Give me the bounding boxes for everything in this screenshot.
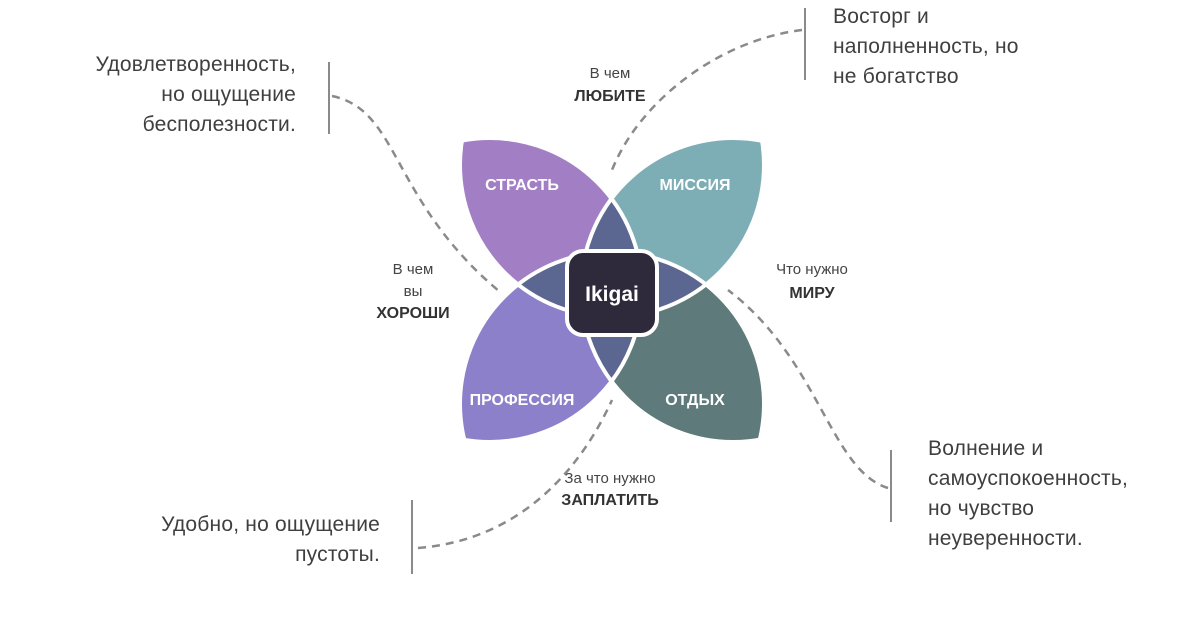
petal-profession-label: ПРОФЕССИЯ [470,392,575,409]
leader-bottom-left [417,399,614,550]
note-bottom-left-bar [411,500,413,574]
note-top-right-line: не богатство [833,65,959,88]
note-top-left-line: Удовлетворенность, [95,53,296,76]
circle-left-line3: ХОРОШИ [376,305,449,322]
circle-top-line2: ЛЮБИТЕ [574,88,646,105]
circle-top-line1: В чем [590,65,631,82]
note-bottom-right: Волнение и самоуспокоенность, но чувство… [928,434,1128,554]
note-bottom-right-line: неуверенности. [928,527,1083,550]
note-bottom-right-line: Волнение и [928,437,1044,460]
leader-top-right [610,28,803,171]
note-top-right-bar [804,8,806,80]
note-bottom-right-line: самоуспокоенность, [928,467,1129,490]
petal-vocation-label: ОТДЫХ [665,392,725,409]
circle-left-line1: В чем [393,261,434,278]
circle-right-line2: МИРУ [789,285,835,302]
circle-left-line2: вы [404,283,423,300]
circle-bottom-line1: За что нужно [564,470,655,487]
circle-right-line1: Что нужно [776,261,848,278]
leader-top-left [331,94,501,293]
center-box [565,249,659,337]
petal-mission-label: МИССИЯ [660,177,731,194]
petal-passion-label: СТРАСТЬ [485,177,559,194]
note-top-right: Восторг и наполненность, но не богатство [833,2,1019,92]
note-top-right-line: Восторг и [833,5,929,28]
note-top-left-bar [328,62,330,134]
note-bottom-left-line: пустоты. [295,543,380,566]
leader-bottom-right [727,289,889,490]
note-bottom-left-line: Удобно, но ощущение [161,513,380,536]
note-top-left-line: но ощущение [161,83,296,106]
note-bottom-left: Удобно, но ощущение пустоты. [161,510,380,570]
note-bottom-right-line: но чувство [928,497,1035,520]
note-top-left: Удовлетворенность, но ощущение бесполезн… [96,50,297,140]
note-bottom-right-bar [890,450,892,522]
center-label: Ikigai [585,283,639,306]
note-top-right-line: наполненность, но [833,35,1019,58]
note-top-left-line: бесполезности. [142,113,296,136]
circle-bottom-line2: ЗАПЛАТИТЬ [561,492,658,509]
